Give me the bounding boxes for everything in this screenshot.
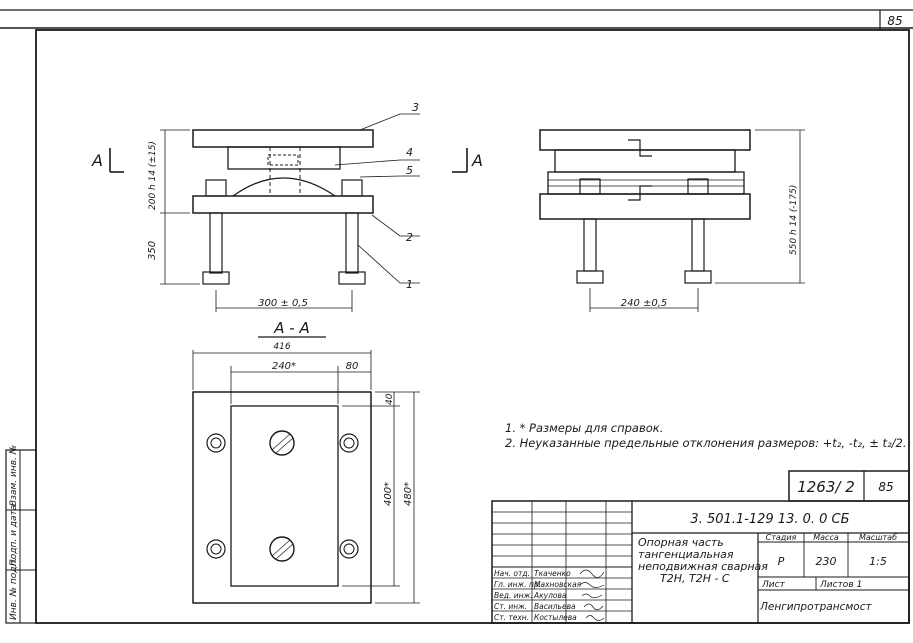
name-4: Васильева: [534, 602, 576, 611]
name-line-1: Опорная часть: [638, 536, 724, 549]
name-1: Ткаченко: [534, 569, 571, 578]
leader-4: 4: [406, 146, 413, 159]
dim-plan-height-inner: 400*: [383, 482, 394, 506]
dim-plan-width: 416: [273, 342, 290, 352]
page-number: 85: [887, 14, 902, 28]
sheet-code-page: 85: [878, 480, 893, 494]
leader-1: 1: [406, 278, 413, 291]
dim-front-upper: 200 h 14 (±15): [148, 141, 158, 210]
designation: 3. 501.1-129 13. 0. 0 СБ: [690, 512, 849, 527]
dim-plan-width-inner: 240*: [272, 361, 296, 372]
organization: Ленгипротрансмост: [759, 601, 872, 613]
signatures: [579, 569, 605, 621]
view-label-right: A: [471, 151, 483, 170]
title-block: [491, 470, 910, 624]
drawing-frame: [35, 29, 910, 624]
dim-side-height: 550 h 14 (-175): [789, 185, 799, 255]
leader-3: 3: [412, 101, 419, 114]
note-2: 2. Неуказанные предельные отклонения раз…: [505, 436, 907, 450]
name-2: Махновская: [534, 580, 582, 589]
dim-plan-top-margin: 40: [385, 393, 395, 405]
role-1: Нач. отд.: [494, 569, 530, 578]
name-line-2: тангенциальная: [638, 548, 734, 561]
role-3: Вед. инж.: [494, 591, 533, 600]
dim-plan-height-outer: 480*: [403, 482, 414, 506]
side-stamp: Инв. № подл. Подп. и дата Взам. инв. №: [5, 445, 37, 624]
sheets-label: Листов 1: [819, 580, 862, 590]
stamp-label-inv: Инв. № подл.: [9, 558, 19, 620]
front-view: [109, 113, 420, 312]
name-line-3: неподвижная сварная: [638, 560, 768, 573]
dim-front-bolt-spacing: 300 ± 0,5: [258, 298, 308, 309]
dim-side-bolt-spacing: 240 ±0,5: [621, 298, 668, 309]
name-line-4: Т2Н, Т2Н - С: [660, 572, 730, 585]
stamp-label-sign: Подп. и дата: [9, 505, 19, 566]
name-5: Костылева: [534, 613, 577, 622]
value-scale: 1:5: [869, 555, 887, 568]
header-mass: Масса: [813, 533, 839, 542]
sheet-label: Лист: [761, 580, 786, 590]
header-scale: Масштаб: [859, 533, 897, 542]
section-title: A - A: [273, 319, 309, 337]
role-2: Гл. инж. пр.: [494, 580, 541, 589]
name-3: Акулова: [533, 591, 567, 600]
value-mass: 230: [816, 555, 837, 568]
leader-2: 2: [406, 231, 413, 244]
side-view: [452, 129, 805, 312]
role-4: Ст. инж.: [494, 602, 527, 611]
value-stage: Р: [778, 555, 785, 568]
view-label-left: A: [91, 151, 103, 170]
dim-front-lower: 350: [147, 241, 158, 260]
role-5: Ст. техн.: [494, 613, 529, 622]
header-stage: Стадия: [766, 533, 797, 542]
dim-plan-offset: 80: [346, 361, 359, 372]
leader-5: 5: [406, 164, 413, 177]
note-1: 1. * Размеры для справок.: [505, 421, 663, 435]
stamp-label-replace: Взам. инв. №: [9, 445, 19, 506]
section-plan-view: [192, 350, 420, 604]
sheet-code: 1263/ 2: [797, 478, 855, 496]
